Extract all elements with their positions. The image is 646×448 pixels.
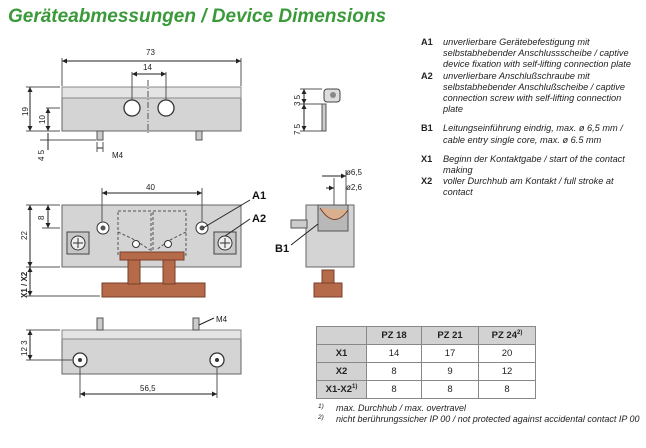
note-code: X2 (421, 176, 433, 187)
legend-notes: A1 unverlierbare Gerätebefestigung mit s… (421, 37, 643, 199)
note-code: A1 (421, 37, 433, 47)
side-view: ø6,5 ø2,6 B1 (275, 168, 363, 298)
table-cell: 8 (366, 380, 422, 399)
note-code: X1 (421, 153, 433, 164)
note-x1: X1 Beginn der Kontaktgabe / start of the… (421, 154, 643, 176)
label-a2: A2 (252, 213, 266, 225)
actuator-plunger (101, 282, 206, 298)
note-code: B1 (421, 123, 433, 134)
table-cell: 17 (421, 344, 479, 363)
footnote: 2) nicht berührungssicher IP 00 / not pr… (318, 414, 640, 425)
bottom-view: M4 12 3 56,5 (20, 315, 242, 398)
front-view: 40 8 22 X1 / X2 A1 A2 (20, 183, 266, 298)
table-row-label: X1 (316, 344, 367, 363)
dim-dia-2-6: ø2,6 (346, 183, 363, 192)
table-cell: 9 (421, 362, 479, 381)
dim-10: 10 (38, 115, 47, 124)
top-view: 73 14 19 10 4 5 M4 (21, 48, 242, 161)
note-a1: A1 unverlierbare Gerätebefestigung mit s… (421, 37, 643, 71)
page-title: Geräteabmessungen / Device Dimensions (8, 6, 387, 27)
terminal-pin (195, 130, 203, 141)
note-text: unverlierbare Gerätebefestigung mit selb… (443, 37, 631, 70)
dim-m4-top: M4 (112, 151, 124, 160)
dim-m4-bottom: M4 (216, 315, 228, 324)
note-code: A2 (421, 70, 433, 81)
footnote-text: nicht berührungssicher IP 00 / not prote… (336, 414, 640, 424)
side-plunger (313, 282, 343, 298)
table-header-row: PZ 18 PZ 21 PZ 242) (316, 326, 536, 345)
note-x2: X2 voller Durchhub am Kontakt / full str… (421, 176, 643, 198)
note-text: Leitungseinführung eindrig, max. ø 6,5 m… (443, 123, 623, 145)
table-row: X1-X21) 8 8 8 (316, 380, 536, 399)
table-header: PZ 18 (366, 326, 422, 345)
footnotes: 1) max. Durchhub / max. overtravel 2) ni… (318, 403, 640, 425)
dim-3-5: 3 5 (293, 94, 302, 106)
table-cell: 14 (366, 344, 422, 363)
footnote-mark: 2) (318, 414, 324, 421)
table-cell: 12 (478, 362, 536, 381)
dim-19: 19 (21, 107, 30, 116)
table-cell: 8 (478, 380, 536, 399)
dim-dia-6-5: ø6,5 (346, 168, 363, 177)
dim-7-5: 7 5 (293, 123, 302, 135)
table-cell: 8 (421, 380, 479, 399)
table-header: PZ 242) (478, 326, 536, 345)
stroke-table: PZ 18 PZ 21 PZ 242) X1 14 17 20 X2 8 9 1… (316, 326, 536, 399)
plunger-detail: 3 5 7 5 (293, 88, 341, 135)
note-text: voller Durchhub am Kontakt / full stroke… (443, 176, 614, 198)
mounting-hole (157, 99, 175, 117)
note-a2: A2 unverlierbare Anschlußschraube mit se… (421, 71, 643, 116)
footnote-text: max. Durchhub / max. overtravel (336, 403, 467, 413)
dim-4-5: 4 5 (37, 149, 46, 161)
footnote-mark: 1) (318, 403, 324, 410)
terminal-pin (96, 317, 104, 331)
note-b1: B1 Leitungseinführung eindrig, max. ø 6,… (421, 123, 643, 145)
dim-12-3: 12 3 (20, 340, 29, 356)
dim-14: 14 (143, 63, 152, 72)
note-text: Beginn der Kontaktgabe / start of the co… (443, 153, 625, 176)
dim-73: 73 (146, 48, 155, 57)
dim-56-5: 56,5 (140, 384, 156, 393)
table-header (316, 326, 367, 345)
table-row: X2 8 9 12 (316, 362, 536, 381)
dim-40: 40 (146, 183, 155, 192)
table-row: X1 14 17 20 (316, 344, 536, 363)
table-header: PZ 21 (421, 326, 479, 345)
table-cell: 8 (366, 362, 422, 381)
dim-8: 8 (37, 215, 46, 220)
table-row-label: X1-X21) (316, 380, 367, 399)
dim-x1-x2: X1 / X2 (20, 271, 29, 298)
label-a1: A1 (252, 190, 266, 202)
table-row-label: X2 (316, 362, 367, 381)
mounting-hole (123, 99, 141, 117)
footnote: 1) max. Durchhub / max. overtravel (318, 403, 640, 414)
table-cell: 20 (478, 344, 536, 363)
note-text: unverlierbare Anschlußschraube mit selbs… (443, 70, 625, 115)
terminal-pin (192, 317, 200, 331)
terminal-pin (96, 130, 104, 141)
label-b1: B1 (275, 243, 289, 255)
dim-22: 22 (20, 231, 29, 240)
